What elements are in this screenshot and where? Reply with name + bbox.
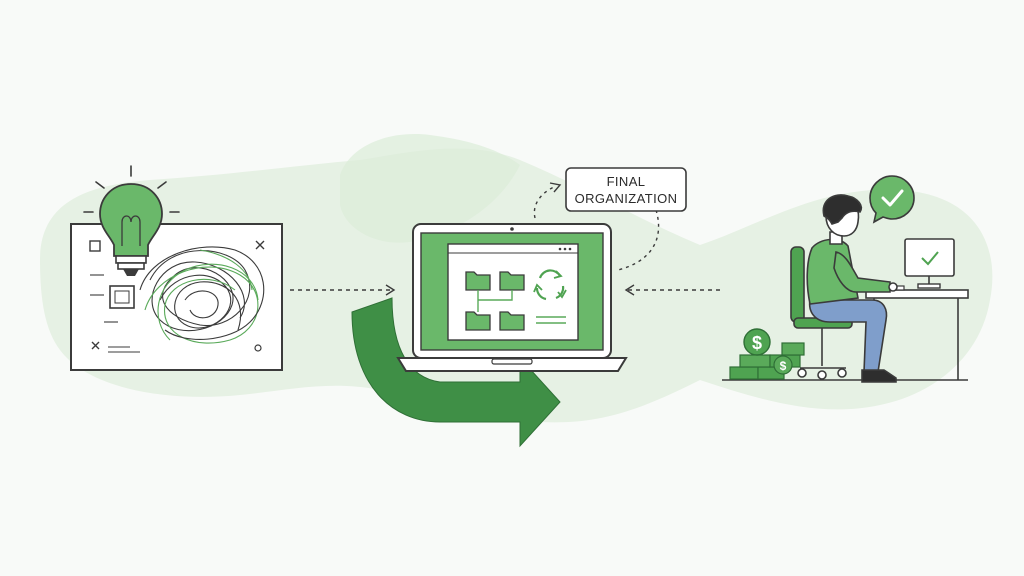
- background-blob-top: [340, 134, 520, 243]
- office-chair: [790, 246, 853, 380]
- chair-back: [790, 246, 805, 323]
- person-hair: [822, 194, 863, 225]
- folder-icon-1: [465, 271, 491, 291]
- refresh-cycle-icon: [533, 269, 567, 301]
- folder-icon-3: [465, 311, 491, 331]
- lightbulb-tip: [123, 269, 139, 276]
- arrow-head-right: [624, 284, 635, 296]
- board-inner-box: [114, 290, 130, 304]
- dollar-coin-icon: [743, 328, 771, 356]
- arrow-head-callout: [549, 182, 562, 193]
- lightbulb-base-lower: [117, 262, 145, 270]
- text-lines: [536, 316, 566, 324]
- dollar-sign-small: $: [780, 359, 787, 373]
- laptop: [396, 223, 628, 372]
- folder-icon-2: [499, 271, 525, 291]
- board-checkbox-icon: [89, 240, 101, 252]
- folder-connector-lines: [477, 290, 513, 312]
- callout-line-1: FINAL: [607, 174, 646, 189]
- board-pin-icon: [254, 344, 262, 352]
- board-x-icon: [255, 240, 265, 250]
- folder-icon: [465, 271, 525, 331]
- check-bubble: [869, 175, 915, 224]
- flow-arrows: [290, 182, 720, 296]
- window-controls: [558, 247, 572, 251]
- monitor-screen: [904, 238, 955, 277]
- board-small-x-icon: [91, 341, 100, 350]
- dollar-coin-small-icon: [773, 355, 793, 375]
- callout-box: [565, 167, 687, 212]
- person-shoes: [861, 369, 897, 383]
- check-bubble-icon: [869, 175, 915, 224]
- person-arm: [833, 251, 891, 293]
- callout-line-2: ORGANIZATION: [575, 191, 678, 206]
- laptop-camera: [510, 227, 514, 231]
- big-curved-arrow: [351, 297, 561, 448]
- arrow-head-left: [385, 284, 396, 296]
- person: [806, 194, 898, 383]
- final-organization-callout: FINAL ORGANIZATION: [565, 167, 687, 212]
- tangled-lines-icon: [139, 246, 265, 344]
- lightbulb-base: [115, 255, 147, 264]
- board-scribble-lines: [90, 274, 140, 353]
- laptop-trackpad-notch: [491, 358, 533, 365]
- board-box-icon: [109, 285, 135, 309]
- lightbulb-filament: [121, 215, 141, 246]
- person-hand: [888, 282, 898, 292]
- check-mark-icon: [881, 189, 904, 207]
- dollar-sign: $: [752, 333, 762, 353]
- idea-board: [70, 223, 283, 371]
- dashed-curve-to-callout: [533, 185, 557, 219]
- monitor-check-icon: [921, 251, 939, 266]
- lightbulb-icon: [83, 165, 180, 276]
- dashed-curve-from-callout: [617, 209, 660, 271]
- folder-icon-4: [499, 311, 525, 331]
- person-at-desk: $ $: [722, 175, 969, 383]
- money-stack: $ $: [729, 328, 805, 380]
- lightbulb-rays: [83, 165, 180, 213]
- desk-top: [865, 289, 969, 299]
